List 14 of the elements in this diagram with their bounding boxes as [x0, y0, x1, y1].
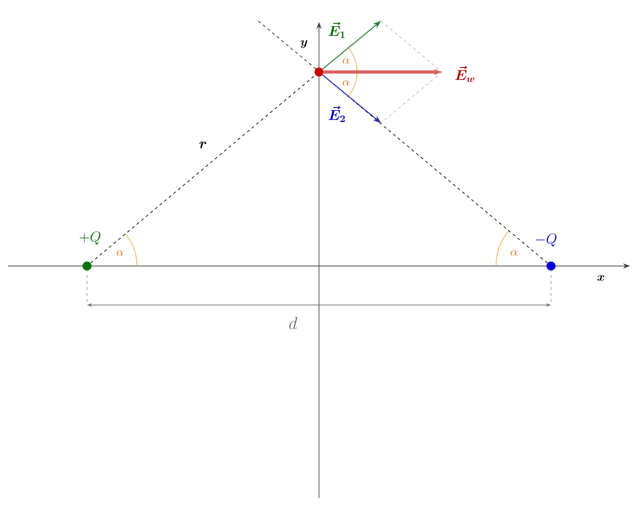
edge-label: $\vec{E}_1$: [328, 22, 345, 38]
dimension-label: $d$: [289, 317, 298, 330]
point-charge: [82, 262, 92, 270]
angle-label: $\alpha$: [342, 80, 350, 86]
edge-label: $r$: [199, 142, 206, 148]
dashed-line: [90, 74, 316, 264]
charge-label: $-Q$: [536, 233, 556, 246]
axis-label: $x$: [598, 275, 604, 281]
point-charge: [314, 68, 324, 76]
edge-label: $\vec{E}_2$: [328, 106, 345, 122]
charge-label: $+Q$: [80, 231, 100, 244]
edge-label: $\vec{E}_w$: [455, 66, 474, 82]
point-charge: [546, 262, 556, 270]
axis-label: $y$: [300, 40, 308, 48]
